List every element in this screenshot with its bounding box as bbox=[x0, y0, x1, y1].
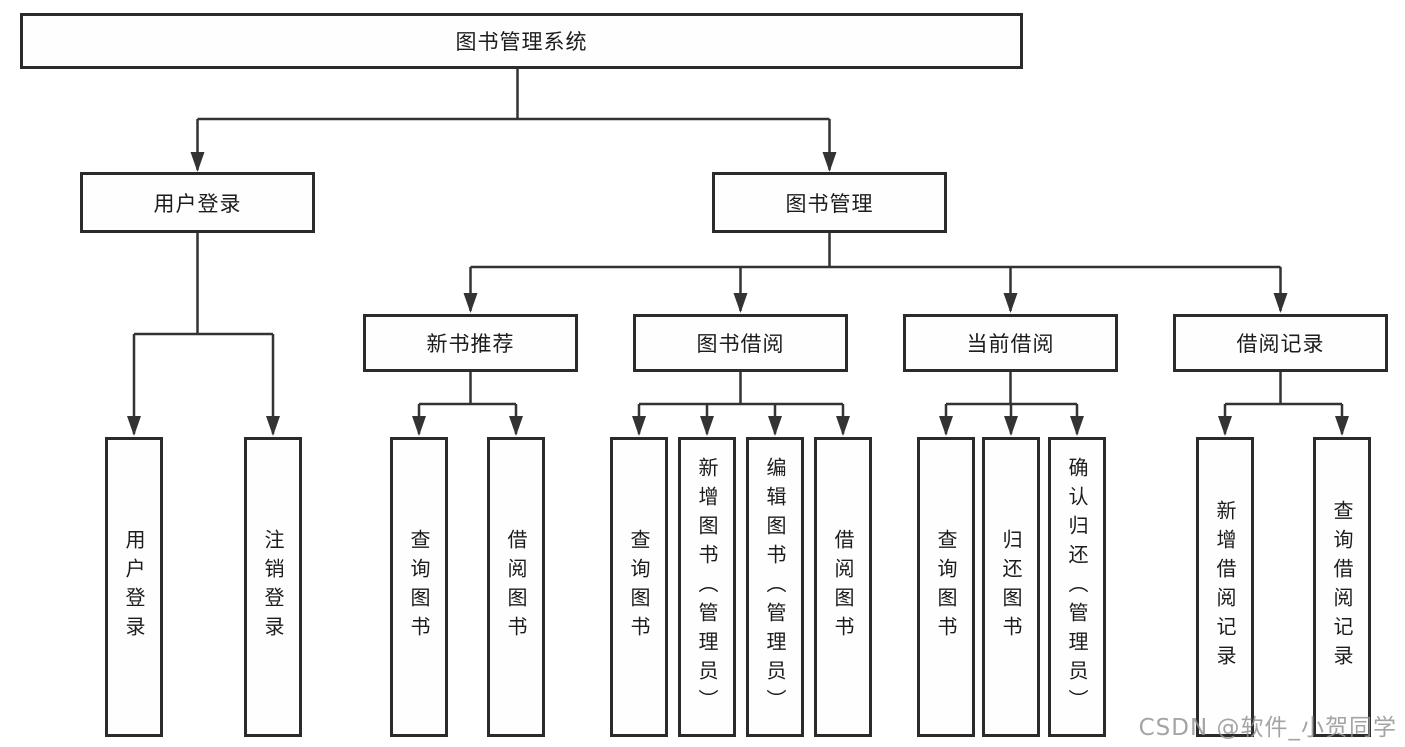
node-leaf-add-borrow-record: 新增借阅记录 bbox=[1196, 437, 1254, 737]
node-label: 借阅记录 bbox=[1236, 332, 1325, 356]
node-label: 图书管理 bbox=[785, 191, 874, 216]
node-label: 用户登录 bbox=[122, 529, 146, 645]
node-label: 确认归还（管理员） bbox=[1065, 456, 1089, 718]
node-leaf-query-books-1: 查询图书 bbox=[390, 437, 448, 737]
node-leaf-return-books: 归还图书 bbox=[982, 437, 1040, 737]
node-leaf-borrow-books-2: 借阅图书 bbox=[814, 437, 872, 737]
node-label: 新书推荐 bbox=[426, 332, 515, 356]
node-label: 用户登录 bbox=[153, 191, 242, 216]
node-leaf-logout: 注销登录 bbox=[244, 437, 302, 737]
node-label: 查询借阅记录 bbox=[1330, 500, 1354, 674]
node-label: 新增借阅记录 bbox=[1213, 500, 1237, 674]
node-current-borrowing: 当前借阅 bbox=[903, 314, 1118, 372]
node-leaf-borrow-books-1: 借阅图书 bbox=[487, 437, 545, 737]
node-label: 新增图书（管理员） bbox=[695, 456, 719, 718]
node-label: 借阅图书 bbox=[831, 529, 855, 645]
node-leaf-query-books-2: 查询图书 bbox=[610, 437, 668, 737]
node-book-borrowing: 图书借阅 bbox=[633, 314, 848, 372]
node-book-management: 图书管理 bbox=[712, 172, 947, 233]
node-leaf-query-books-3: 查询图书 bbox=[917, 437, 975, 737]
node-label: 注销登录 bbox=[261, 529, 285, 645]
node-label: 归还图书 bbox=[999, 529, 1023, 645]
node-label: 图书借阅 bbox=[696, 332, 785, 356]
node-leaf-user-login: 用户登录 bbox=[105, 437, 163, 737]
node-label: 查询图书 bbox=[627, 529, 651, 645]
node-label: 查询图书 bbox=[934, 529, 958, 645]
node-label: 查询图书 bbox=[407, 529, 431, 645]
node-leaf-add-books-admin: 新增图书（管理员） bbox=[678, 437, 736, 737]
node-leaf-edit-books-admin: 编辑图书（管理员） bbox=[746, 437, 804, 737]
node-leaf-confirm-return-admin: 确认归还（管理员） bbox=[1048, 437, 1106, 737]
node-borrowing-records: 借阅记录 bbox=[1173, 314, 1388, 372]
node-label: 图书管理系统 bbox=[455, 30, 588, 54]
node-new-book-recommend: 新书推荐 bbox=[363, 314, 578, 372]
node-label: 编辑图书（管理员） bbox=[763, 456, 787, 718]
node-leaf-query-borrow-record: 查询借阅记录 bbox=[1313, 437, 1371, 737]
csdn-watermark: CSDN @软件_小贺同学 bbox=[1138, 715, 1397, 741]
node-label: 当前借阅 bbox=[966, 332, 1055, 356]
node-library-management-system: 图书管理系统 bbox=[20, 13, 1023, 69]
node-label: 借阅图书 bbox=[504, 529, 528, 645]
node-user-login: 用户登录 bbox=[80, 172, 315, 233]
